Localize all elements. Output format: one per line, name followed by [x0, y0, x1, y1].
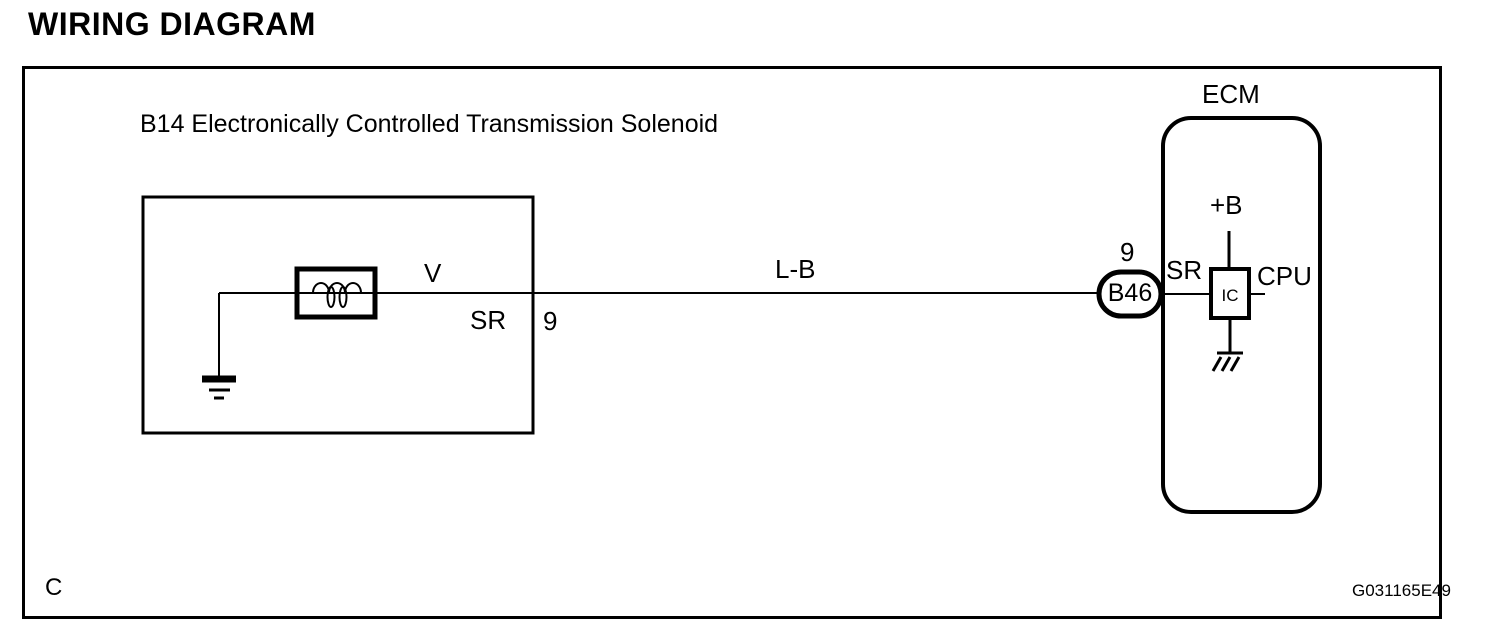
terminal-label-sr-solenoid: SR — [470, 305, 507, 335]
pin-number-solenoid: 9 — [543, 306, 558, 336]
ecm-label: ECM — [1202, 79, 1260, 109]
ic-label: IC — [1221, 286, 1239, 305]
chassis-ground-icon — [1211, 318, 1243, 372]
wire-color-label: L-B — [775, 254, 816, 284]
figure-code: G031165E49 — [1352, 581, 1451, 600]
pin-number-ecm: 9 — [1120, 237, 1135, 267]
page-title: WIRING DIAGRAM — [28, 6, 316, 42]
solenoid-coil-icon — [312, 282, 362, 308]
power-terminal-label: +B — [1210, 190, 1243, 220]
cpu-label: CPU — [1257, 261, 1312, 291]
connector-b46-label: B46 — [1107, 279, 1153, 307]
component-label: B14 Electronically Controlled Transmissi… — [140, 110, 719, 138]
terminal-label-sr-ecm: SR — [1166, 255, 1203, 285]
diagram-frame — [22, 66, 1442, 619]
solenoid-coil-box — [294, 266, 378, 320]
footer-marker: C — [45, 574, 63, 601]
ecm-box — [1161, 116, 1322, 514]
ground-icon — [202, 293, 236, 400]
terminal-label-v: V — [424, 258, 442, 288]
solenoid-component-box — [141, 195, 535, 435]
